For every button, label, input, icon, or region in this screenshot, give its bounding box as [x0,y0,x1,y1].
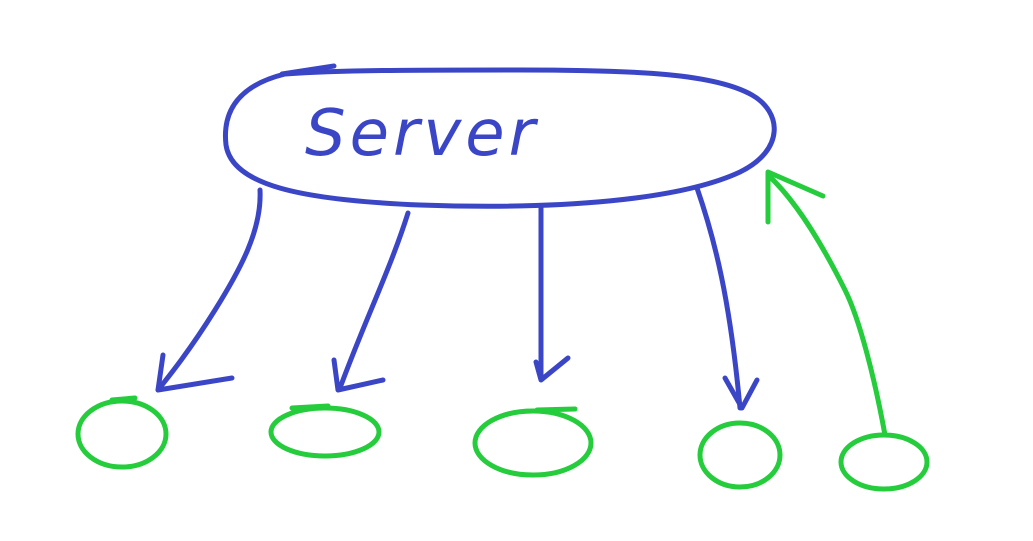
server-label: Server [305,97,539,171]
arrow-server-to-client-2 [331,210,411,393]
client-node-5 [838,432,930,492]
arrow-server-to-client-4 [694,185,760,411]
client-node-4 [697,420,783,490]
client-node-1 [75,398,169,470]
arrow-client-5-to-server [765,169,888,438]
server-node: Server [222,63,777,209]
arrow-server-to-client-3 [533,204,571,383]
arrow-server-to-client-1 [155,187,263,393]
client-node-2 [268,405,382,459]
client-nodes [75,395,930,492]
client-node-3 [472,408,594,478]
